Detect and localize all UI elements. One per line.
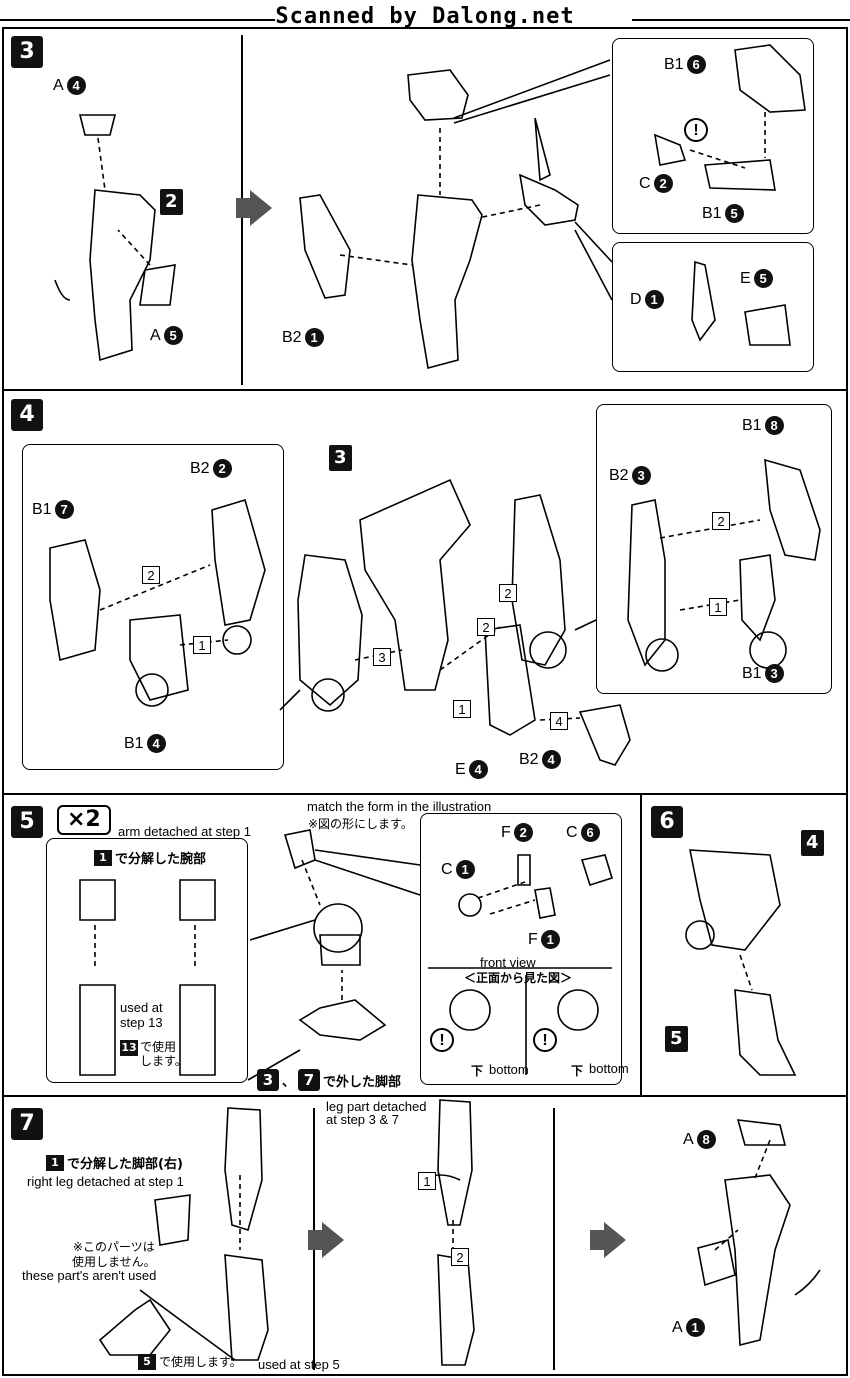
quantity-badge: ×2 bbox=[57, 805, 111, 835]
bottom-jp: 下 bbox=[471, 1064, 484, 1078]
order-marker: 1 bbox=[418, 1172, 436, 1190]
match-form-en: match the form in the illustration bbox=[307, 799, 492, 814]
caution-icon: ! bbox=[533, 1028, 557, 1052]
step-6-number: 6 bbox=[651, 806, 683, 838]
bottom-en: bottom bbox=[589, 1061, 629, 1076]
unused-jp: ※このパーツは 使用しません。 bbox=[72, 1240, 156, 1269]
step3-inset-top bbox=[612, 38, 814, 234]
step7-next-arrow-2 bbox=[590, 1222, 626, 1258]
step4-ref-box: 3 bbox=[329, 445, 352, 471]
step-4-number: 4 bbox=[11, 399, 43, 431]
step4-inset-left bbox=[22, 444, 284, 770]
step7-next-arrow-1 bbox=[308, 1222, 344, 1258]
order-marker: 1 bbox=[193, 636, 211, 654]
header-rule-left bbox=[0, 19, 275, 21]
bottom-jp: 下 bbox=[571, 1064, 584, 1078]
order-marker: 2 bbox=[451, 1248, 469, 1266]
order-marker: 2 bbox=[142, 566, 160, 584]
bottom-en: bottom bbox=[489, 1062, 529, 1077]
caution-icon: ! bbox=[430, 1028, 454, 1052]
step3-ref-box: 2 bbox=[160, 189, 183, 215]
order-marker: 2 bbox=[499, 584, 517, 602]
order-marker: 3 bbox=[373, 648, 391, 666]
header-rule-right bbox=[632, 19, 850, 21]
step-7-number: 7 bbox=[11, 1108, 43, 1140]
order-marker: 2 bbox=[477, 618, 495, 636]
front-view-jp: ＜正面から見た図＞ bbox=[464, 971, 573, 985]
step3-next-arrow bbox=[236, 190, 272, 226]
leg-part-en: leg part detached at step 3 & 7 bbox=[326, 1099, 427, 1127]
order-marker: 1 bbox=[709, 598, 727, 616]
step7-divider-2 bbox=[553, 1108, 555, 1370]
order-marker: 4 bbox=[550, 712, 568, 730]
step4-inset-right bbox=[596, 404, 832, 694]
front-view-en: front view bbox=[480, 955, 536, 970]
panel-step-7 bbox=[2, 1095, 848, 1376]
used-step5-en: used at step 5 bbox=[258, 1357, 340, 1372]
caution-icon: ! bbox=[684, 118, 708, 142]
arm-note-en: arm detached at step 1 bbox=[118, 824, 251, 839]
step-3-number: 3 bbox=[11, 36, 43, 68]
step-5-number: 5 bbox=[11, 806, 43, 838]
match-form-jp: ※図の形にします。 bbox=[308, 817, 413, 831]
watermark: Scanned by Dalong.net bbox=[275, 4, 575, 29]
unused-en: these part's aren't used bbox=[22, 1268, 157, 1283]
step6-ref-bottom: 5 bbox=[665, 1026, 688, 1052]
order-marker: 1 bbox=[453, 700, 471, 718]
step6-ref-top: 4 bbox=[801, 830, 824, 856]
used-step13-en: used at step 13 bbox=[120, 1000, 163, 1030]
right-leg-en: right leg detached at step 1 bbox=[27, 1174, 184, 1189]
order-marker: 2 bbox=[712, 512, 730, 530]
